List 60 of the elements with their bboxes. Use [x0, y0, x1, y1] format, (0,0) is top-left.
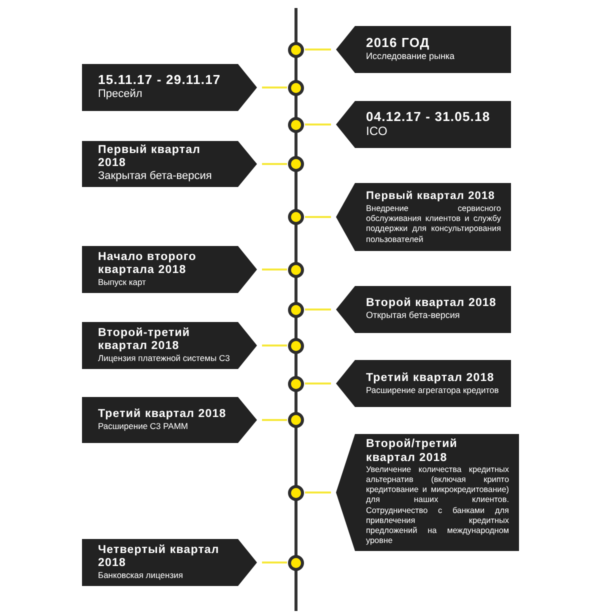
timeline-dot: [288, 156, 304, 172]
milestone-date: 15.11.17 - 29.11.17: [98, 73, 222, 88]
connector-line: [305, 382, 331, 384]
connector-line: [305, 308, 331, 310]
milestone-box: [82, 397, 257, 443]
milestone-date: Второй/третий квартал 2018: [366, 438, 458, 465]
milestone-date: 04.12.17 - 31.05.18: [366, 110, 492, 124]
milestone-description: Увеличение количества кредитных альтернатив (включая крипто кредитование и микрокредитование) для наших клиентов. Сотрудничество с банками для привлечения кредитных предложений на международном уровне: [366, 464, 509, 547]
milestone-description: Исследование рынка: [366, 51, 456, 63]
connector-line: [262, 268, 287, 270]
timeline-dot: [288, 484, 304, 500]
milestone-box: [82, 322, 257, 369]
milestone-box: [336, 26, 511, 73]
milestone-box: [82, 246, 257, 293]
timeline-dot: [288, 338, 304, 354]
timeline-dot: [288, 80, 304, 96]
milestone-description: Выпуск карт: [98, 277, 147, 288]
milestone-description: ICO: [366, 124, 388, 140]
milestone-description: Лицензия платежной системы С3: [98, 353, 230, 364]
milestone-description: Расширение С3 PAMM: [98, 421, 190, 432]
milestone-date: Второй-третий квартал 2018: [98, 326, 192, 354]
timeline-dot: [288, 302, 304, 318]
timeline-dot: [288, 116, 304, 132]
milestone-date: Четвертый квартал 2018: [98, 544, 220, 570]
milestone-box: [82, 539, 257, 586]
connector-line: [305, 48, 331, 50]
milestone-box: [336, 360, 511, 407]
timeline-dot: [288, 262, 304, 278]
milestone-box: [82, 64, 257, 111]
connector-line: [305, 216, 331, 218]
milestone-box: [336, 434, 519, 551]
milestone-description: Закрытая бета-версия: [98, 170, 213, 184]
milestone-description: Пресейл: [98, 88, 144, 102]
milestone-box: [336, 183, 511, 251]
milestone-description: Банковская лицензия: [98, 570, 184, 582]
milestone-box: [336, 286, 511, 333]
milestone-box: [336, 101, 511, 148]
connector-line: [305, 492, 331, 494]
milestone-box: [82, 141, 257, 187]
milestone-date: Третий квартал 2018: [98, 408, 228, 422]
connector-line: [262, 163, 287, 165]
timeline-dot: [288, 209, 304, 225]
milestone-date: Третий квартал 2018: [366, 372, 496, 385]
milestone-description: Открытая бета-версия: [366, 310, 461, 322]
timeline-dot: [288, 554, 304, 570]
milestone-date: 2016 ГОД: [366, 36, 431, 52]
connector-line: [262, 344, 287, 346]
connector-line: [262, 419, 287, 421]
connector-line: [305, 124, 331, 126]
milestone-description: Расширение агрегатора кредитов: [366, 384, 500, 396]
milestone-date: Первый квартал 2018: [366, 190, 496, 203]
milestone-date: Первый квартал 2018: [98, 144, 202, 170]
connector-line: [262, 86, 287, 88]
connector-line: [262, 562, 287, 564]
timeline-dot: [288, 412, 304, 428]
timeline-dot: [288, 376, 304, 392]
timeline-dot: [288, 42, 304, 58]
milestone-date: Начало второго квартала 2018: [98, 250, 198, 278]
milestone-description: Внедрение сервисного обслуживания клиентов и службу поддержки для консультирования пользователей: [366, 202, 501, 244]
milestone-date: Второй квартал 2018: [366, 297, 498, 310]
